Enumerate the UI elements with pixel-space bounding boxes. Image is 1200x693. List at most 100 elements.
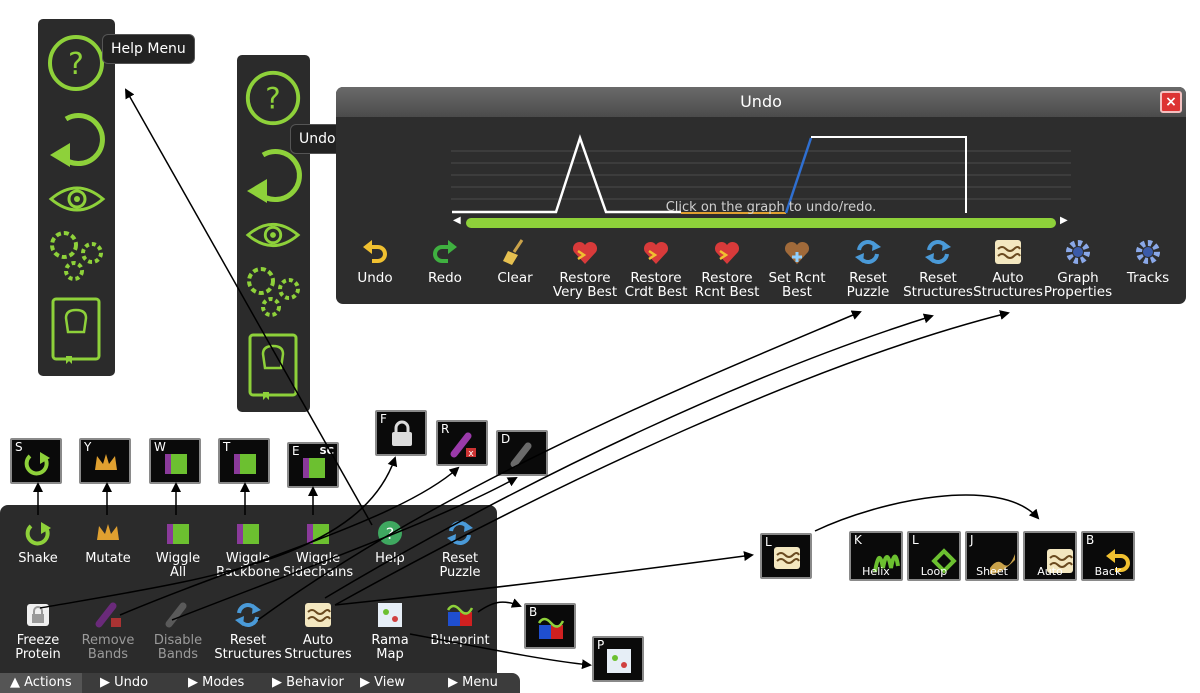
graph-future-line — [811, 136, 967, 213]
undo-icon[interactable] — [243, 143, 303, 209]
hotkey-freeze: F — [375, 410, 427, 456]
action-button-label: Shake — [18, 551, 58, 566]
sheet-icon — [977, 538, 1015, 574]
hotkey-letter: K — [854, 533, 862, 547]
gear-icon — [1063, 237, 1093, 267]
undo-window-title: Undo — [336, 87, 1186, 117]
undo-window-button-2[interactable]: Clear — [479, 237, 551, 285]
scroll-left-arrow[interactable]: ◀ — [453, 215, 461, 226]
undo-button-label: Redo — [428, 270, 462, 286]
blueprint-icon — [445, 600, 475, 630]
heart-icon — [570, 237, 600, 267]
wave-icon — [774, 547, 800, 569]
actions-row2-button-6[interactable]: Blueprint — [425, 600, 495, 648]
lock-icon — [23, 600, 53, 630]
help-icon[interactable]: ? — [44, 31, 108, 95]
menubar-item-1[interactable]: ▶ Undo — [100, 675, 149, 690]
hotkey-letter: B — [1086, 533, 1095, 547]
hotkey-letter: J — [970, 533, 974, 547]
menubar-item-2[interactable]: ▶ Modes — [188, 675, 245, 690]
help-icon[interactable]: ? — [242, 67, 304, 129]
gears-icon[interactable] — [44, 225, 110, 285]
gears-icon[interactable] — [241, 261, 307, 321]
undo-button-label: Clear — [497, 270, 533, 286]
hotkey-wiggle-backbone: T — [218, 438, 270, 484]
undo-button-label: Tracks — [1126, 270, 1170, 286]
graph-history-line — [452, 134, 681, 214]
redo-arrow-icon — [430, 237, 460, 267]
graph-scrollbar[interactable] — [466, 218, 1056, 228]
wiggle-flag-icon — [163, 518, 193, 548]
wave-icon — [303, 600, 333, 630]
remove-bands-icon: x — [450, 432, 476, 459]
wiggle-flag-icon — [165, 454, 187, 474]
structure-hotkey-3: Auto — [1023, 531, 1077, 581]
disable-bands-icon — [510, 442, 532, 468]
close-button[interactable]: × — [1160, 91, 1182, 113]
undo-window-button-1[interactable]: Redo — [409, 237, 481, 285]
crown-icon — [95, 454, 117, 470]
lock-icon — [392, 420, 412, 446]
graph-blue-segment — [784, 137, 813, 214]
actions-row1-button-0[interactable]: Shake — [3, 518, 73, 566]
menubar-item-0[interactable]: ▲ Actions — [0, 673, 82, 693]
eye-icon[interactable] — [245, 217, 301, 253]
disable-bands-icon — [163, 600, 193, 630]
undo-window-button-11[interactable]: Tracks — [1112, 237, 1184, 285]
cookbook-icon[interactable] — [247, 332, 299, 402]
undo-icon[interactable] — [46, 107, 106, 173]
scroll-right-arrow[interactable]: ▶ — [1060, 215, 1068, 226]
undo-window-button-0[interactable]: Undo — [339, 237, 411, 285]
hotkey-wiggle-all: W — [149, 438, 201, 484]
hotkey-blueprint: B — [524, 603, 576, 649]
actions-row1-button-1[interactable]: Mutate — [73, 518, 143, 566]
broom-icon — [500, 237, 530, 267]
menubar-item-3[interactable]: ▶ Behavior — [272, 675, 344, 690]
hotkey-caption: Helix — [862, 565, 890, 578]
wiggle-flag-icon — [233, 518, 263, 548]
gear-icon — [1133, 237, 1163, 267]
refresh-icon — [233, 600, 263, 630]
cookbook-icon[interactable] — [50, 296, 102, 366]
back-icon — [1093, 538, 1130, 572]
sidebar-left-2: ? — [237, 55, 310, 412]
wave-icon — [1035, 538, 1073, 573]
menubar-item-5[interactable]: ▶ Menu — [448, 675, 498, 690]
rama-map-icon — [375, 600, 405, 630]
bottom-menubar: ▲ Actions ▶ Undo ▶ Modes ▶ Behavior ▶ View ▶ … — [0, 673, 520, 693]
undo-graph[interactable]: Click on the graph to undo/redo. — [446, 127, 1076, 229]
menubar-item-4[interactable]: ▶ View — [360, 675, 405, 690]
wiggle-flag-icon — [303, 458, 325, 478]
hotkey-letter: L — [912, 533, 919, 547]
wave-icon — [993, 237, 1023, 267]
eye-icon[interactable] — [48, 181, 106, 217]
